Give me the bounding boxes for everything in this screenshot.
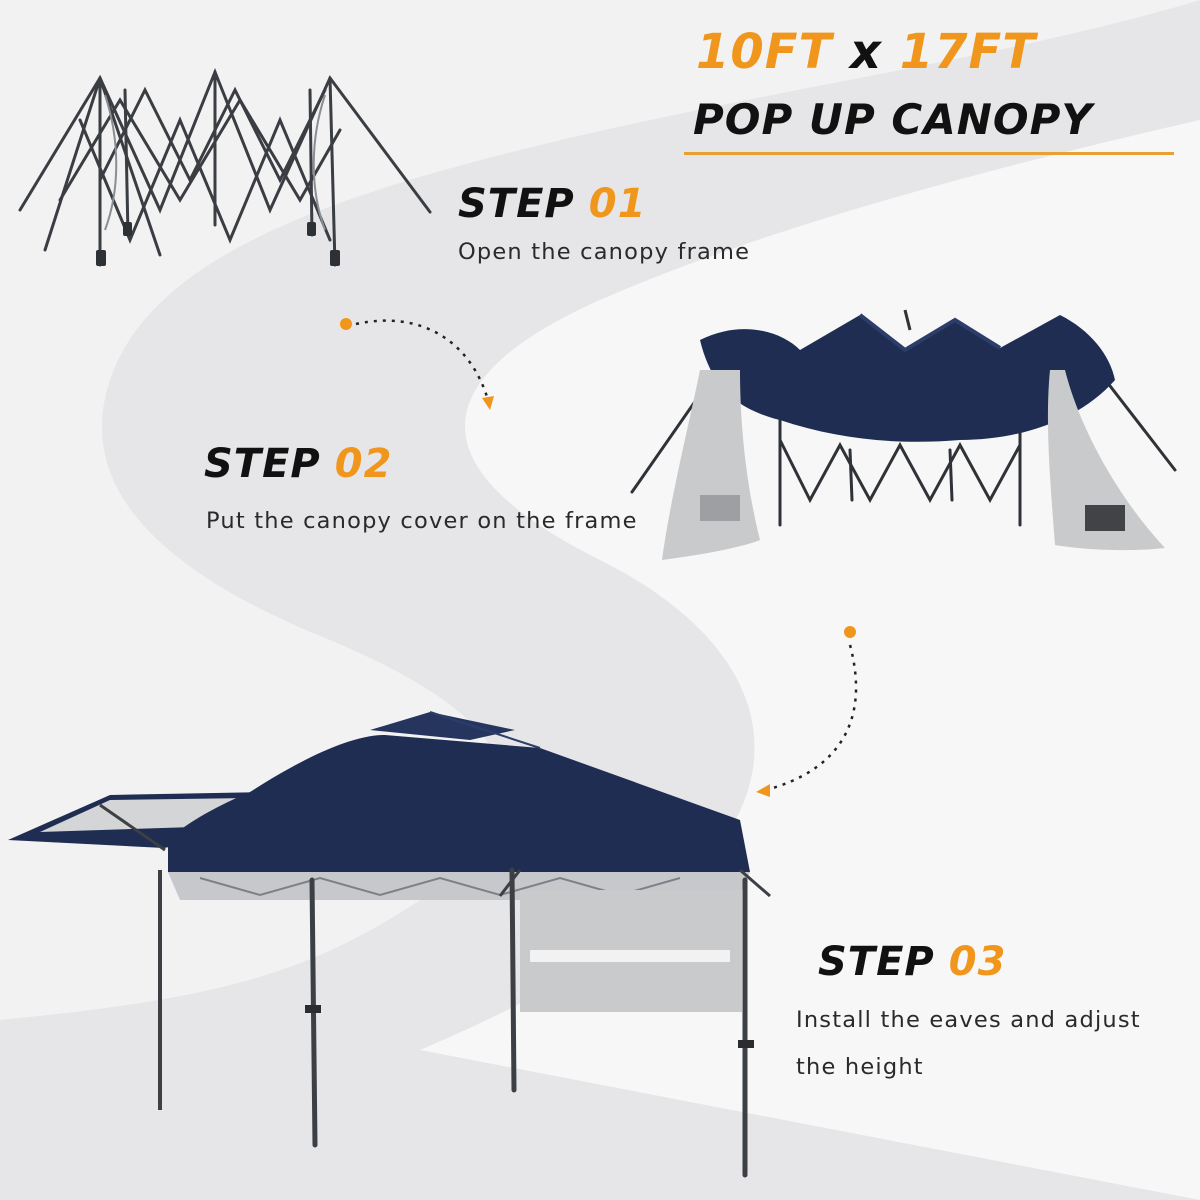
step-03-description-line-2: the height bbox=[796, 1054, 924, 1080]
step-03-description-line-1: Install the eaves and adjust bbox=[796, 1007, 1141, 1033]
product-title: POP UP CANOPY bbox=[693, 95, 1093, 144]
heading-underline bbox=[684, 152, 1174, 155]
step-01-description: Open the canopy frame bbox=[458, 239, 751, 265]
step-number: 02 bbox=[334, 441, 393, 487]
step-02-title: STEP 02 bbox=[204, 440, 392, 488]
size-length: 17FT bbox=[899, 24, 1037, 80]
step-number: 03 bbox=[948, 939, 1007, 985]
size-width: 10FT bbox=[696, 24, 833, 80]
step-02-description: Put the canopy cover on the frame bbox=[206, 508, 638, 534]
step-03-title: STEP 03 bbox=[818, 938, 1006, 986]
product-size-heading: 10FT x 17FT bbox=[696, 22, 1036, 82]
step-number: 01 bbox=[588, 181, 647, 227]
step-label: STEP bbox=[458, 181, 575, 227]
step-label: STEP bbox=[204, 441, 321, 487]
step-label: STEP bbox=[818, 939, 935, 985]
step-01-title: STEP 01 bbox=[458, 180, 646, 228]
size-separator: x bbox=[832, 24, 900, 80]
